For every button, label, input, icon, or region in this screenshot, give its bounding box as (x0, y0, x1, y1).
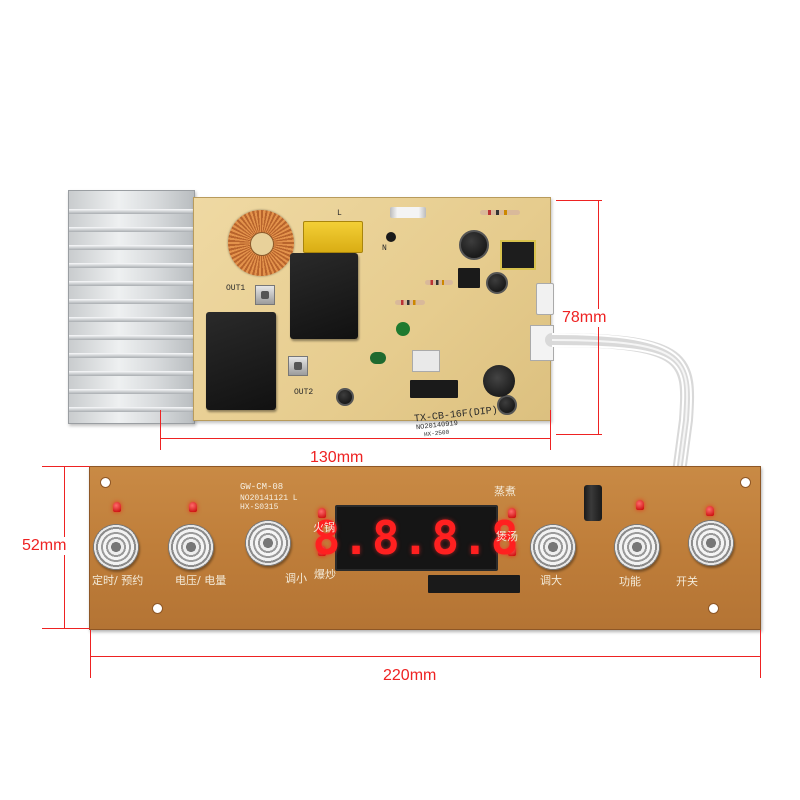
dim-bottom-height-bottom-tick (42, 628, 90, 629)
power-switch-label: 开关 (676, 575, 698, 588)
sensor-module (412, 350, 440, 372)
resistor (425, 280, 453, 285)
mounting-hole (100, 477, 111, 488)
power-switch-touch-spring[interactable] (688, 520, 734, 566)
out1-label: OUT1 (226, 284, 246, 293)
voltage-led (189, 502, 197, 512)
electrolytic-capacitor (336, 388, 354, 406)
increase-label: 调大 (540, 574, 562, 587)
timer-reserve-label: 定时/ 预约 (92, 574, 144, 587)
dim-top-width-line (160, 438, 550, 439)
stir-fry-led (318, 546, 326, 556)
out2-label: OUT2 (294, 388, 314, 397)
dim-bottom-width-right-tick (760, 630, 761, 678)
timer-led (113, 502, 121, 512)
control-electrolytic-capacitor (584, 485, 602, 521)
out1-terminal (255, 285, 275, 305)
steam-label: 蒸煮 (494, 485, 516, 498)
aluminum-heatsink (68, 190, 195, 424)
control-board-model: GW-CM-08 (240, 482, 284, 492)
mounting-hole (152, 603, 163, 614)
control-ic-chip (428, 575, 520, 593)
out2-terminal (288, 356, 308, 376)
dim-top-height-top-tick (556, 200, 602, 201)
dim-top-height-label: 78mm (560, 309, 609, 327)
seven-segment-display: 8.8.8.8 (313, 505, 518, 571)
ceramic-capacitor (396, 322, 410, 336)
resistor (395, 300, 425, 305)
dim-bottom-width-left-tick (90, 630, 91, 678)
main-board-sub-code: HX-2500 (423, 428, 450, 439)
control-board-date-code: NO20141121 L (240, 494, 298, 503)
decrease-label: 调小 (285, 572, 307, 585)
ceramic-capacitor (370, 352, 386, 364)
filter-capacitor-block (290, 253, 358, 339)
function-touch-spring[interactable] (614, 524, 660, 570)
timer-reserve-touch-spring[interactable] (93, 524, 139, 570)
hotpot-led (318, 508, 326, 518)
igbt-relay-block (206, 312, 276, 410)
switching-transformer (500, 240, 536, 270)
stir-fry-label: 爆炒 (314, 568, 336, 581)
electrolytic-capacitor (459, 230, 489, 260)
dim-bottom-height-label: 52mm (20, 537, 69, 555)
ic-chip (458, 268, 480, 288)
dim-bottom-width-label: 220mm (383, 667, 437, 684)
hotpot-label: 火锅 (313, 521, 335, 534)
dim-bottom-height-top-tick (42, 466, 90, 467)
microcontroller-chip (410, 380, 458, 398)
steam-led (508, 508, 516, 518)
function-label: 功能 (619, 575, 641, 588)
dim-top-width-label: 130mm (310, 449, 364, 466)
dim-top-width-left-tick (160, 410, 161, 450)
voltage-power-touch-spring[interactable] (168, 524, 214, 570)
increase-touch-spring[interactable] (530, 524, 576, 570)
dim-top-height-bottom-tick (556, 434, 602, 435)
toroidal-inductor (228, 210, 294, 276)
electrolytic-capacitor (486, 272, 508, 294)
voltage-power-label: 电压/ 电量 (175, 574, 227, 587)
ribbon-header (530, 325, 554, 361)
resistor (480, 210, 520, 215)
control-board-sub-code: HX-S0315 (240, 503, 279, 512)
mounting-hole (740, 477, 751, 488)
dim-bottom-width-line (90, 656, 760, 657)
silk-n-label: N (382, 244, 387, 253)
fuse (390, 207, 426, 218)
electrolytic-capacitor (497, 395, 517, 415)
buzzer (483, 365, 515, 397)
soup-led (508, 546, 516, 556)
diode (386, 232, 396, 242)
soup-label: 煲汤 (496, 530, 518, 543)
decrease-touch-spring[interactable] (245, 520, 291, 566)
power-led (706, 506, 714, 516)
function-led (636, 500, 644, 510)
mounting-hole (708, 603, 719, 614)
dim-top-width-right-tick (550, 410, 551, 450)
film-capacitor (303, 221, 363, 253)
silk-l-label: L (337, 209, 342, 218)
white-connector (536, 283, 554, 315)
